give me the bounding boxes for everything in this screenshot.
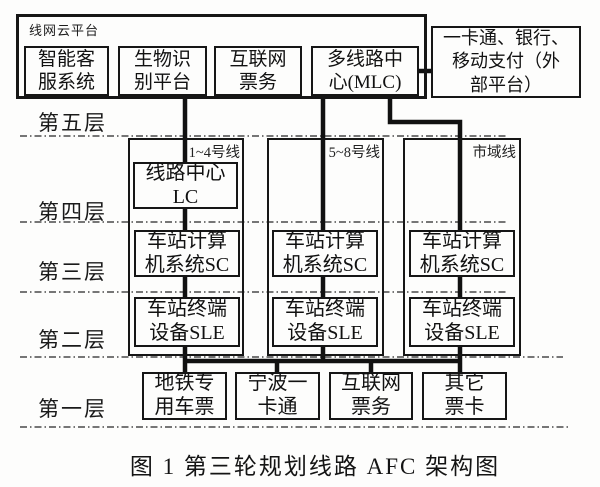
biometric-platform-box: 生物识 别平台: [118, 46, 207, 96]
line-5-8-column-box: [267, 138, 384, 356]
other-card-box: 其它 票卡: [422, 372, 507, 420]
suburban-line-label: 市域线: [472, 145, 517, 161]
layer-1-label: 第一层: [38, 397, 107, 421]
station-terminal-sle-box-line1-4: 车站终端 设备SLE: [134, 297, 240, 347]
cloud-platform-box: [16, 14, 427, 99]
layer-2-label: 第二层: [38, 328, 107, 352]
layer-5-label: 第五层: [38, 111, 107, 135]
station-computer-sc-box-suburban: 车站计算 机系统SC: [409, 230, 515, 277]
external-platform-box: 一卡通、银行、 移动支付（外 部平台）: [431, 26, 581, 98]
layer-3-label: 第三层: [38, 260, 107, 284]
smart-customer-service-box: 智能客 服系统: [24, 46, 109, 96]
layer-4-label: 第四层: [38, 200, 107, 224]
internet-ticketing-box: 互联网 票务: [214, 46, 302, 96]
line-center-lc-box: 线路中心 LC: [133, 162, 238, 209]
line-5-8-label: 5~8号线: [328, 145, 380, 161]
station-terminal-sle-box-suburban: 车站终端 设备SLE: [409, 297, 515, 347]
figure-caption: 图 1 第三轮规划线路 AFC 架构图: [129, 454, 501, 479]
internet-ticket-box: 互联网 票务: [329, 372, 413, 420]
suburban-line-column-box: [403, 138, 521, 356]
cloud-platform-label: 线网云平台: [29, 23, 100, 38]
line-1-4-column-box: [128, 138, 244, 356]
station-terminal-sle-box-line5-8: 车站终端 设备SLE: [272, 297, 378, 347]
ningbo-card-box: 宁波一 卡通: [235, 372, 320, 420]
metro-ticket-box: 地铁专 用车票: [142, 372, 227, 420]
line-1-4-label: 1~4号线: [188, 145, 240, 161]
station-computer-sc-box-line1-4: 车站计算 机系统SC: [134, 230, 240, 277]
layer-separator-lines: [20, 135, 568, 428]
station-computer-sc-box-line5-8: 车站计算 机系统SC: [272, 230, 378, 277]
multi-line-center-mlc-box: 多线路中 心(MLC): [311, 46, 419, 96]
